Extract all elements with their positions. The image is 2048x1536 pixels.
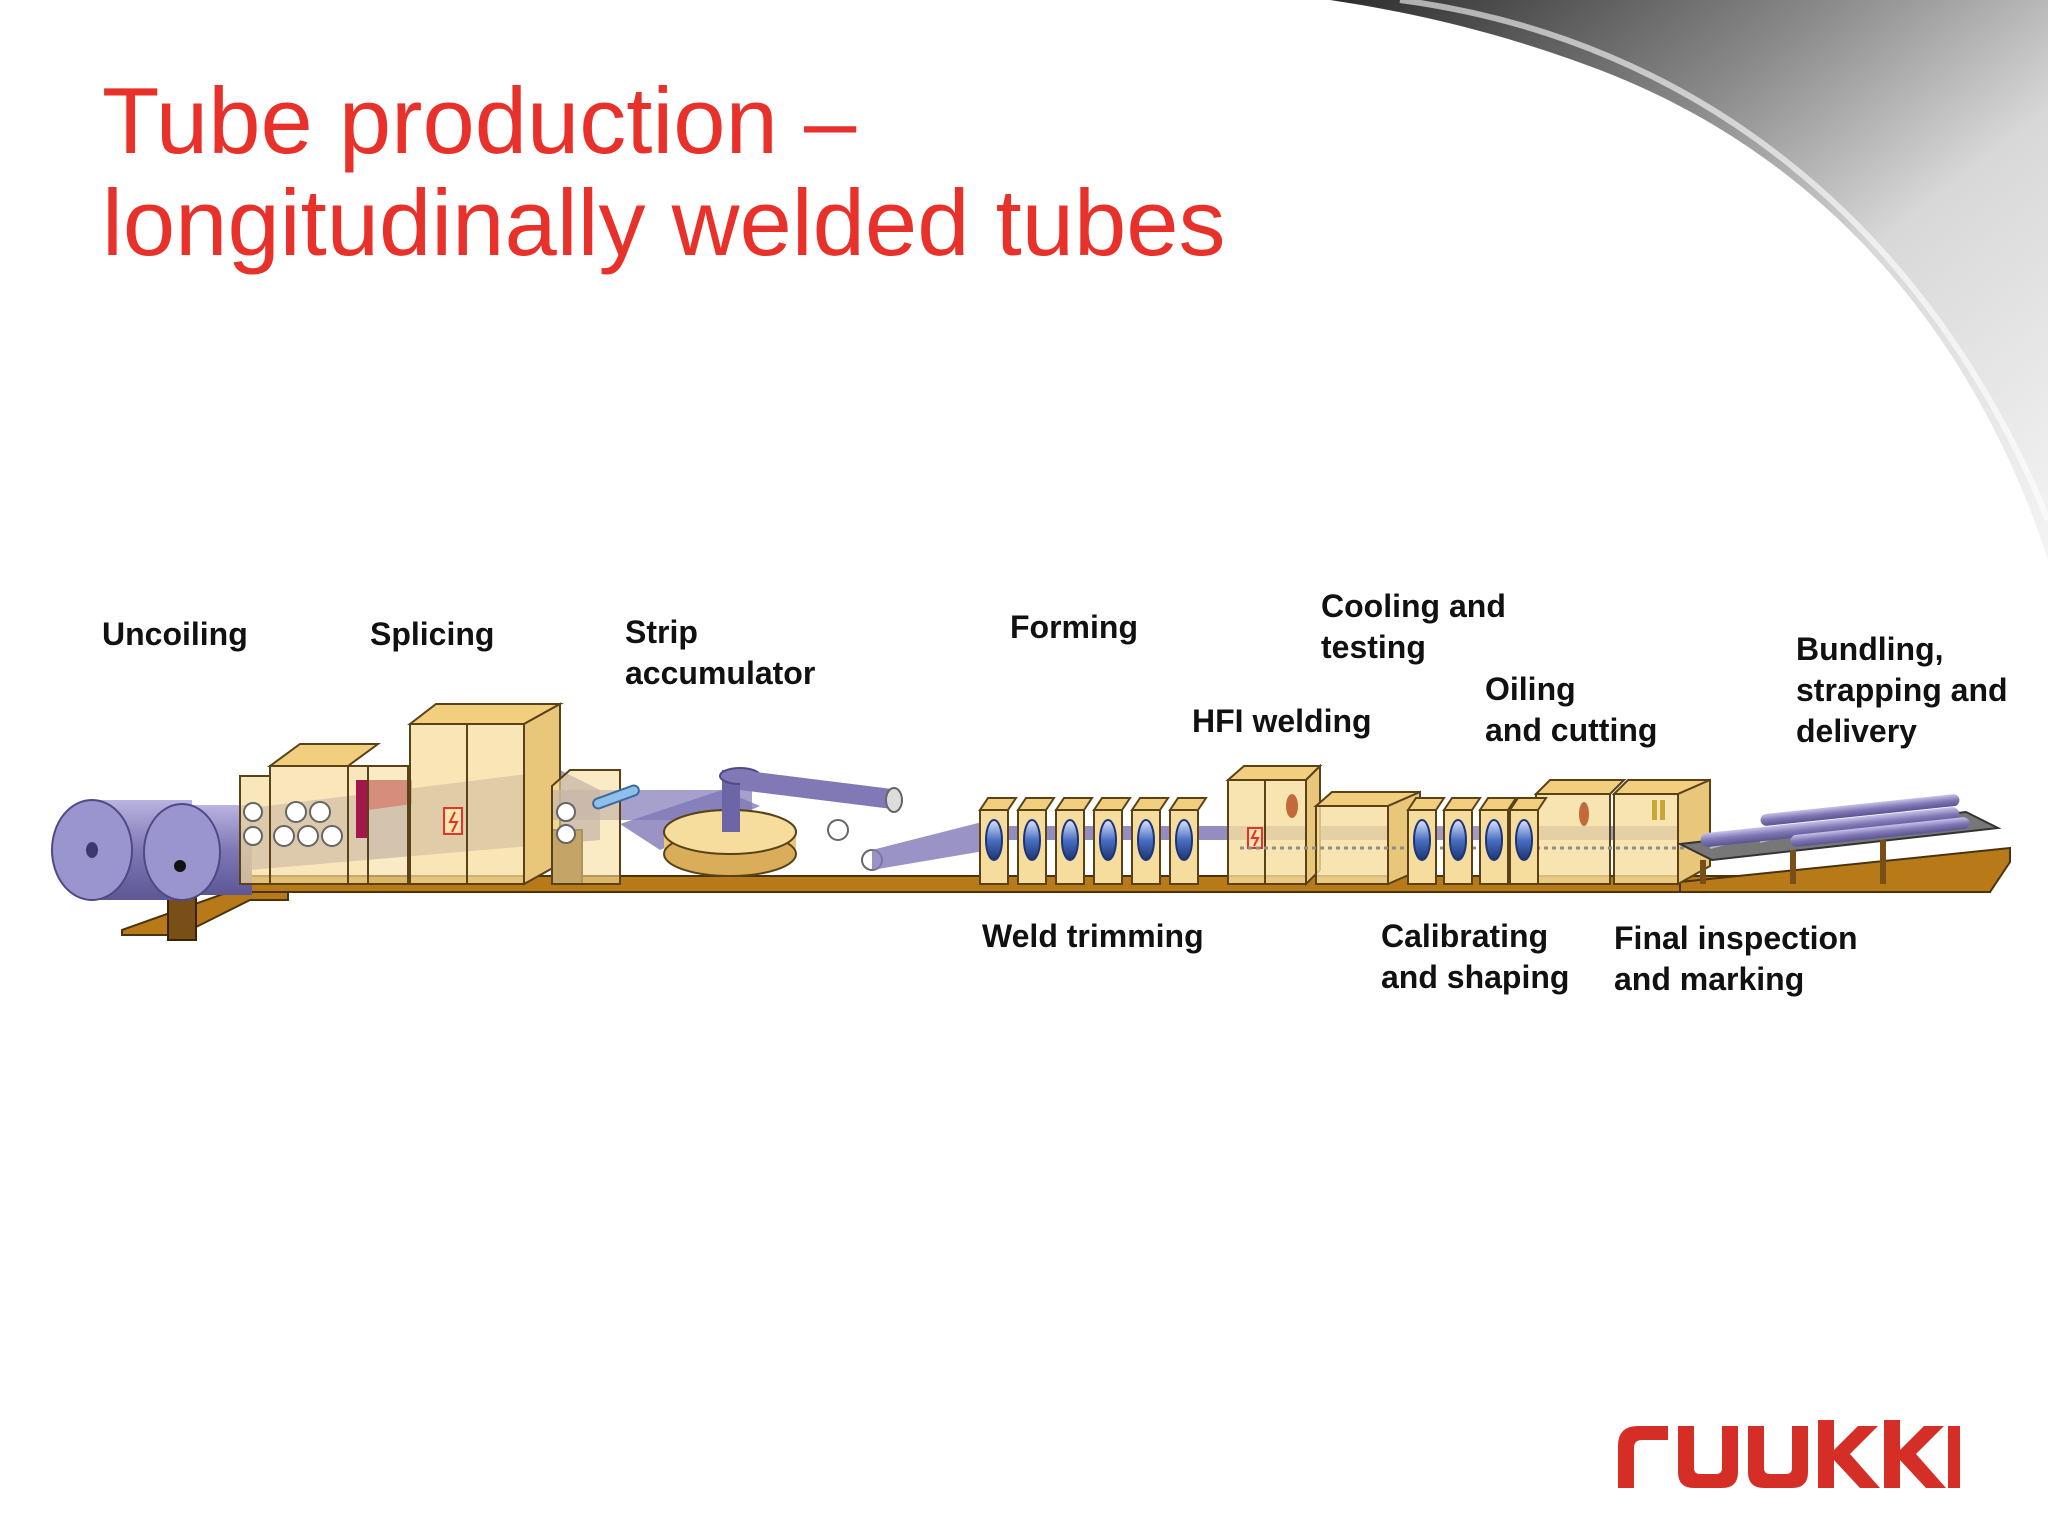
title-line-2: longitudinally welded tubes	[102, 170, 1226, 275]
forming-stand-group	[978, 797, 1208, 885]
label-weld-trimming: Weld trimming	[982, 918, 1204, 954]
label-calibrating: Calibrating and shaping	[1381, 918, 1570, 995]
title-line-1: Tube production –	[102, 68, 857, 173]
forming-stand	[1168, 797, 1208, 885]
label-cooling-testing: Cooling and testing	[1321, 588, 1506, 665]
label-forming: Forming	[1010, 609, 1138, 645]
splicing-machine	[239, 702, 564, 886]
bundling-table	[1676, 794, 2002, 884]
label-oiling-cutting: Oiling and cutting	[1485, 671, 1658, 748]
slide-title: Tube production – longitudinally welded …	[102, 70, 1226, 274]
calibrating-stand-group	[1406, 797, 1548, 885]
strip-accumulator	[551, 767, 990, 885]
forming-stand	[1092, 797, 1132, 885]
label-final-inspection: Final inspection and marking	[1614, 920, 1858, 997]
forming-stand	[1130, 797, 1170, 885]
forming-stand	[1054, 797, 1094, 885]
rukki-logo	[1618, 1420, 1960, 1488]
forming-stand	[1016, 797, 1056, 885]
forming-stand	[978, 797, 1018, 885]
label-splicing: Splicing	[370, 616, 495, 652]
label-strip-accumulator: Strip accumulator	[625, 614, 816, 691]
label-uncoiling: Uncoiling	[102, 616, 248, 652]
label-bundling: Bundling, strapping and delivery	[1796, 631, 2008, 749]
label-hfi-welding: HFI welding	[1192, 703, 1372, 739]
calibrating-stand	[1406, 797, 1446, 885]
calibrating-stand	[1508, 797, 1548, 885]
calibrating-stand	[1442, 797, 1482, 885]
calibrating-stand	[1478, 797, 1518, 885]
